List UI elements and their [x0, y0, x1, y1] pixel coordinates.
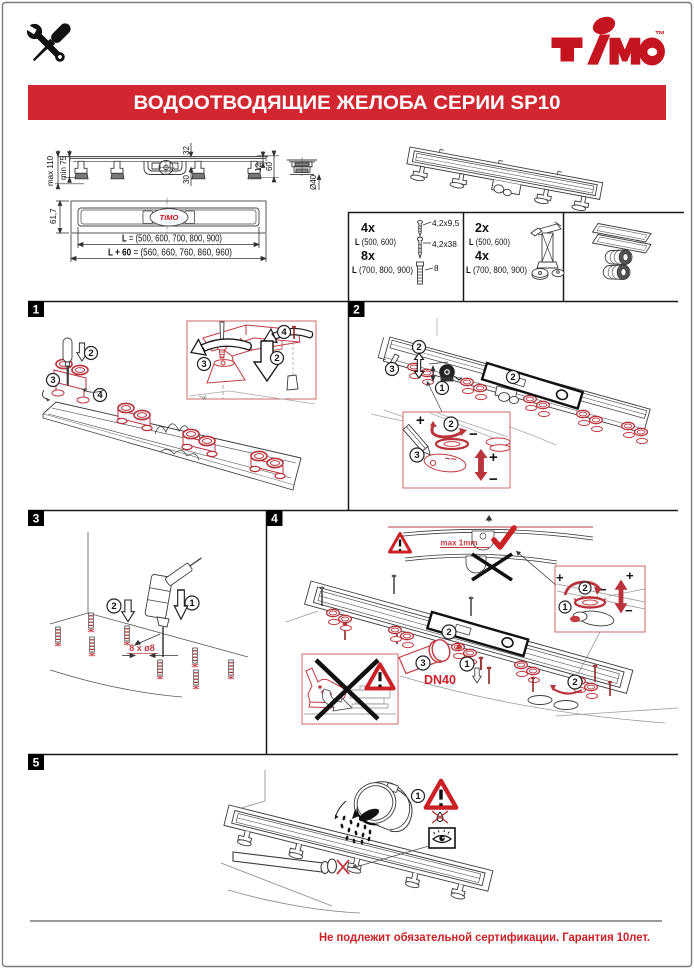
svg-text:3: 3 [33, 512, 40, 526]
svg-text:3: 3 [201, 359, 206, 370]
svg-text:+: + [556, 570, 564, 585]
svg-text:3: 3 [420, 658, 425, 669]
svg-text:ВОДООТВОДЯЩИЕ ЖЕЛОБА СЕРИИ SP1: ВОДООТВОДЯЩИЕ ЖЕЛОБА СЕРИИ SP10 [134, 92, 561, 114]
svg-text:8x: 8x [361, 249, 375, 263]
svg-text:1: 1 [439, 383, 445, 394]
svg-text:L (500, 600): L (500, 600) [469, 237, 510, 247]
svg-text:3: 3 [414, 450, 419, 461]
svg-text:4x: 4x [361, 221, 375, 235]
svg-text:TіMO: TіMO [160, 213, 179, 222]
svg-text:+: + [626, 568, 634, 583]
svg-text:™: ™ [655, 30, 665, 41]
svg-text:8: 8 [434, 263, 439, 273]
svg-text:12: 12 [254, 163, 263, 172]
svg-text:+: + [489, 449, 498, 466]
svg-text:2: 2 [446, 627, 451, 638]
svg-text:L (500, 600): L (500, 600) [355, 237, 396, 247]
svg-text:L (700, 800, 900): L (700, 800, 900) [352, 265, 413, 275]
svg-text:Не подлежит обязательной серти: Не подлежит обязательной сертификации. Г… [319, 930, 650, 944]
svg-text:1: 1 [464, 659, 470, 670]
svg-text:−: − [489, 471, 498, 488]
svg-text:Ø40: Ø40 [309, 174, 318, 190]
svg-text:min 75: min 75 [59, 155, 68, 180]
svg-text:4,2x9,5: 4,2x9,5 [432, 218, 460, 228]
svg-text:2x: 2x [475, 221, 489, 235]
svg-text:L = (500, 600, 700, 800, 900): L = (500, 600, 700, 800, 900) [122, 233, 222, 245]
svg-text:max 110: max 110 [46, 155, 55, 186]
svg-text:5: 5 [33, 756, 40, 770]
svg-text:30: 30 [182, 175, 191, 184]
svg-text:2: 2 [572, 677, 577, 688]
svg-text:4: 4 [271, 512, 278, 526]
svg-text:2: 2 [416, 342, 421, 353]
svg-text:2: 2 [353, 303, 360, 317]
svg-text:2: 2 [274, 353, 279, 364]
svg-text:1: 1 [33, 303, 40, 317]
svg-text:3: 3 [50, 375, 55, 386]
svg-text:32: 32 [182, 146, 191, 155]
svg-text:1: 1 [415, 791, 421, 802]
svg-text:−: − [599, 582, 607, 597]
svg-text:60: 60 [265, 162, 274, 171]
svg-text:2: 2 [510, 372, 515, 383]
svg-text:4: 4 [97, 390, 103, 401]
svg-text:−: − [625, 603, 633, 618]
svg-text:2: 2 [88, 348, 93, 359]
svg-text:8 x ø8: 8 x ø8 [129, 643, 155, 653]
svg-text:L (700, 800, 900): L (700, 800, 900) [466, 265, 527, 275]
svg-text:L + 60 = (560, 660, 760, 860,: L + 60 = (560, 660, 760, 860, 960) [108, 247, 232, 259]
svg-text:3: 3 [389, 364, 394, 375]
svg-text:2: 2 [448, 419, 453, 430]
svg-text:2: 2 [582, 583, 587, 594]
svg-text:−: − [469, 426, 478, 443]
svg-text:1: 1 [562, 602, 568, 613]
svg-text:4,2x38: 4,2x38 [432, 239, 457, 249]
svg-text:DN40: DN40 [424, 673, 456, 687]
svg-text:max 1mm: max 1mm [441, 539, 478, 548]
svg-text:+: + [416, 412, 425, 429]
svg-text:4x: 4x [475, 249, 489, 263]
svg-text:61,7: 61,7 [49, 208, 58, 224]
svg-text:4: 4 [281, 327, 287, 338]
svg-text:1: 1 [189, 598, 195, 609]
svg-text:2: 2 [111, 601, 116, 612]
